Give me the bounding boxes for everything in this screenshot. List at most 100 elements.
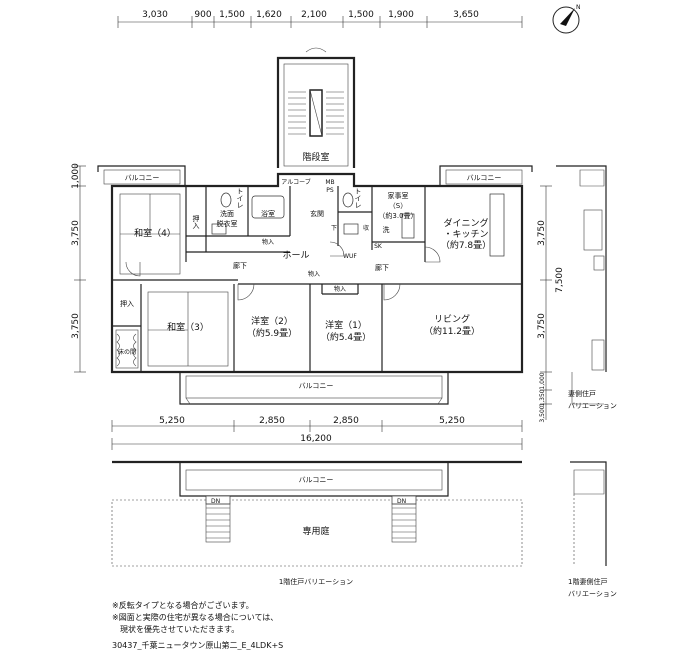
- end-unit-variation-plan: 妻側住戸 バリエーション: [556, 165, 617, 410]
- room-closet: 収: [363, 225, 369, 232]
- variation-upper-2: バリエーション: [568, 402, 617, 410]
- garden-label: 専用庭: [302, 525, 329, 537]
- bathtub-icon: [251, 195, 285, 219]
- stairwell: 階段室: [276, 47, 356, 168]
- balcony-s2-label: バルコニー: [299, 476, 334, 484]
- room-youshitsu-2: 洋室（2）: [251, 315, 293, 327]
- bottom-dim-3: 2,850: [333, 416, 359, 426]
- room-hall: ホール: [282, 250, 309, 261]
- balcony-s-label: バルコニー: [299, 382, 334, 390]
- top-dim-2: 900: [194, 10, 211, 20]
- room-dining-2: ・キッチン: [443, 229, 488, 240]
- room-oshiire-2: 押入: [120, 299, 134, 308]
- north-arrow-icon: N: [552, 4, 581, 34]
- right-dim-2: 7,500: [555, 267, 565, 293]
- room-youshitsu-1-size: （約5.4畳）: [321, 331, 371, 343]
- room-storage-3: 物入: [334, 285, 346, 293]
- note-2: ※図面と実際の住宅が異なる場合については、: [112, 612, 278, 622]
- left-dimensions: 1,000 3,750 3,750: [71, 163, 86, 373]
- tokonoma: [115, 329, 139, 369]
- note-1: ※反転タイプとなる場合がございます。: [112, 600, 254, 610]
- balcony-south: バルコニー: [179, 372, 449, 405]
- balcony-north-east: バルコニー: [439, 165, 533, 186]
- top-dim-3: 1,500: [219, 10, 245, 20]
- room-living-size: （約11.2畳）: [424, 325, 480, 337]
- note-3: 現状を優先させていただきます。: [112, 624, 239, 634]
- room-washroom-1: 洗面: [220, 209, 234, 218]
- toilet-icon: [220, 192, 354, 208]
- right-dim-3: 3,750: [537, 313, 547, 339]
- top-dimensions: 3,030 900 1,500 1,620 2,100 1,500 1,900 …: [117, 10, 523, 28]
- first-floor-variation-plan: バルコニー DN DN 専用庭 1階住戸バリエーション: [111, 460, 523, 586]
- top-dim-8: 3,650: [453, 10, 479, 20]
- variation-first-end-1: 1階妻側住戸: [568, 577, 607, 586]
- total-dim: 16,200: [300, 434, 332, 444]
- bottom-dim-1: 5,250: [159, 416, 185, 426]
- room-mb: MB: [325, 179, 334, 186]
- room-youshitsu-2-size: （約5.9畳）: [247, 327, 297, 339]
- variation-first-label: 1階住戸バリエーション: [279, 577, 353, 586]
- room-tokonoma: 床の間: [118, 348, 136, 356]
- room-toilet-2: トイレ: [354, 188, 362, 209]
- bottom-dim-4: 5,250: [439, 416, 465, 426]
- room-sk: SK: [374, 243, 383, 250]
- room-washitsu-3: 和室（3）: [167, 321, 209, 333]
- right-dim-4: 1,000: [539, 372, 546, 389]
- unit-outline: [110, 172, 524, 374]
- top-dim-7: 1,900: [388, 10, 414, 20]
- variation-first-end-2: バリエーション: [568, 590, 617, 598]
- right-dim-5: 1,350: [539, 389, 546, 406]
- right-dim-1: 3,750: [537, 220, 547, 246]
- left-dim-2: 3,750: [71, 220, 81, 246]
- dn-label-1: DN: [211, 498, 220, 505]
- tatami-room-4: [119, 193, 181, 275]
- room-storage-2: 物入: [308, 270, 320, 278]
- room-shoes: 下: [331, 225, 337, 232]
- first-floor-end-variation-plan: 1階妻側住戸 バリエーション: [568, 461, 617, 598]
- plan-code: 30437_千葉ニュータウン原山第二_E_4LDK+S: [112, 640, 283, 650]
- room-living: リビング: [434, 313, 470, 325]
- left-dim-3: 3,750: [71, 313, 81, 339]
- room-bath: 浴室: [261, 209, 275, 218]
- top-dim-4: 1,620: [256, 10, 282, 20]
- stairs-down-right-icon: DN: [391, 495, 417, 543]
- stairs-down-left-icon: DN: [205, 495, 231, 543]
- room-dining-size: （約7.8畳）: [441, 239, 491, 251]
- room-kaji-size: （約3.0畳）: [378, 211, 417, 220]
- room-youshitsu-1: 洋室（1）: [325, 319, 367, 331]
- room-alcove: アルコーブ: [281, 178, 310, 186]
- bottom-dimensions: 5,250 2,850 2,850 5,250 16,200: [111, 416, 523, 450]
- room-storage-1: 物入: [262, 238, 274, 246]
- room-kaji: 家事室: [388, 191, 409, 200]
- top-dim-1: 3,030: [142, 10, 168, 20]
- kitchen-counter: [401, 193, 505, 257]
- balcony-nw-label: バルコニー: [125, 174, 160, 182]
- top-dim-6: 1,500: [348, 10, 374, 20]
- north-label: N: [576, 4, 581, 11]
- door-swings: [125, 241, 441, 301]
- tatami-room-3: [147, 291, 229, 367]
- stairs-steps-icon: [288, 89, 344, 137]
- bottom-dim-2: 2,850: [259, 416, 285, 426]
- room-washroom-2: 脱衣室: [217, 219, 238, 228]
- room-entrance: 玄関: [310, 209, 324, 218]
- room-toilet-1: トイレ: [236, 188, 244, 209]
- room-corridor-2: 廊下: [375, 263, 389, 272]
- balcony-north-west: バルコニー: [97, 165, 186, 186]
- balcony-ne-label: バルコニー: [467, 174, 502, 182]
- washbasin-icon: [211, 223, 359, 235]
- room-washing: 洗: [383, 225, 390, 234]
- variation-upper-1: 妻側住戸: [568, 389, 596, 398]
- room-corridor-1: 廊下: [233, 261, 247, 270]
- top-dim-5: 2,100: [301, 10, 327, 20]
- room-washitsu-4: 和室（4）: [134, 227, 176, 239]
- room-ps: PS: [326, 187, 334, 194]
- room-dining-1: ダイニング: [443, 217, 488, 229]
- room-kaji-s: （S）: [389, 202, 407, 210]
- dn-label-2: DN: [397, 498, 406, 505]
- left-dim-1: 1,000: [71, 163, 81, 189]
- room-wuf: WUF: [343, 253, 357, 260]
- stairs-label: 階段室: [302, 151, 329, 163]
- right-dimensions: 3,750 7,500 3,750 1,000 1,350 3,500: [537, 185, 565, 423]
